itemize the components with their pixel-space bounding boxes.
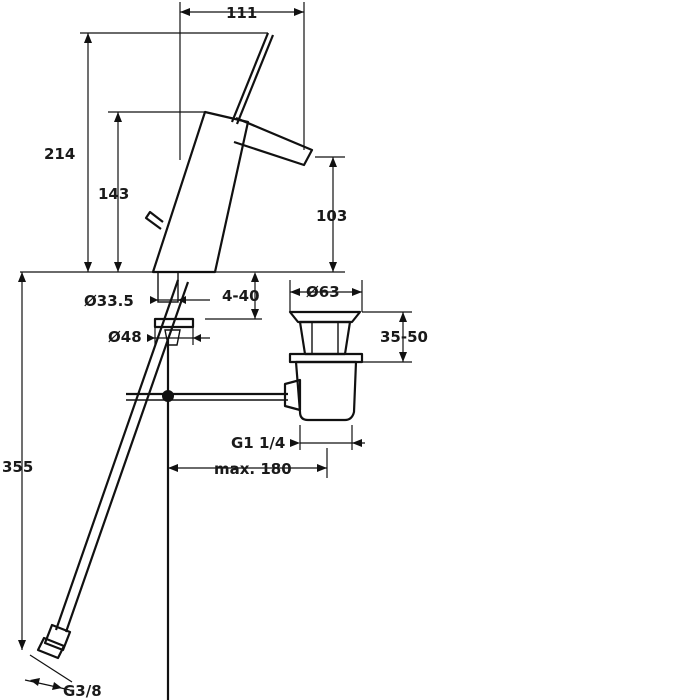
dimension-arrowhead [329, 157, 337, 167]
side-knob [144, 210, 164, 230]
dimension-arrowhead [317, 464, 327, 472]
dimension-arrowhead [329, 262, 337, 272]
dimension-arrowhead [399, 352, 407, 362]
dimension-arrowhead [399, 312, 407, 322]
dimension-arrowhead [18, 272, 26, 282]
lever-rod-edge [235, 34, 275, 125]
dimension-arrowhead [290, 439, 300, 447]
dimension-arrowhead [114, 262, 122, 272]
drain-flange [288, 352, 364, 364]
label-height-total: 214 [44, 145, 75, 163]
label-drain-thread: G1 1/4 [231, 434, 285, 452]
dimension-line [29, 654, 73, 683]
drain-side-outlet [283, 378, 302, 412]
dimension-arrowhead [352, 288, 362, 296]
dimension-arrowhead [150, 296, 158, 304]
label-flange-diameter: Ø48 [108, 328, 142, 346]
label-hole-diameter: Ø33.5 [84, 292, 134, 310]
label-rod-length: max. 180 [214, 460, 292, 478]
label-deck-thickness: 4-40 [222, 287, 260, 305]
dimension-arrowhead [290, 288, 300, 296]
dimension-arrowhead [30, 678, 40, 686]
dimension-arrowhead [178, 296, 186, 304]
dimension-arrowhead [352, 439, 362, 447]
dimension-arrowhead [84, 262, 92, 272]
dimension-arrowhead [251, 309, 259, 319]
dimension-arrowhead [180, 8, 190, 16]
label-drain-height: 35-50 [380, 328, 428, 346]
dimension-arrowhead [193, 334, 201, 342]
label-drain-diameter: Ø63 [306, 283, 340, 301]
label-hose-length: 355 [2, 458, 33, 476]
rod-joint [162, 390, 174, 402]
dimension-arrowhead [147, 334, 155, 342]
dimension-arrowhead [52, 682, 62, 690]
dimension-arrowhead [251, 272, 259, 282]
popup-rod [126, 340, 288, 700]
drain-body-upper [298, 320, 352, 356]
label-width-spout: 111 [226, 4, 257, 22]
hose-nut [36, 636, 66, 660]
dimension-arrowhead [84, 33, 92, 43]
dimension-arrowhead [168, 464, 178, 472]
drain-body-lower [294, 360, 358, 422]
dimension-arrowhead [18, 640, 26, 650]
dimension-arrowhead [294, 8, 304, 16]
spout [233, 116, 314, 167]
drain-assembly [283, 310, 364, 422]
drain-cap [288, 310, 362, 324]
dimension-arrowhead [114, 112, 122, 122]
label-height-spout-outlet: 103 [316, 207, 347, 225]
label-height-lever: 143 [98, 185, 129, 203]
label-hose-thread: G3/8 [63, 682, 102, 700]
mixer-body-outline [151, 110, 250, 274]
dimension-labels: 111 214 143 103 Ø33.5 4-40 Ø48 Ø63 35-50… [2, 4, 428, 700]
dimension-lines [18, 2, 412, 691]
lever-rod [230, 32, 270, 123]
